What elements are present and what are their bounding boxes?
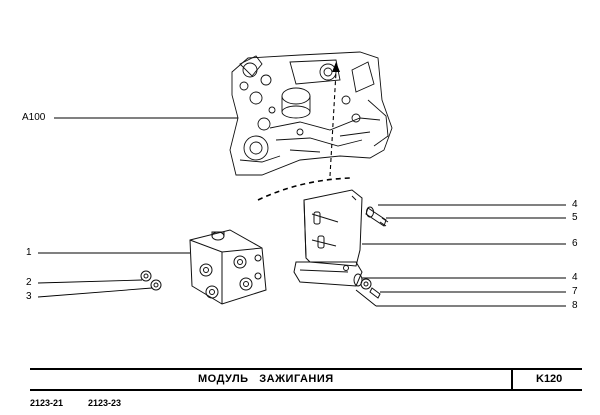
callout-2: 2 [26,277,32,288]
bolt-upper-drawing [365,206,389,227]
model-code-1: 2123-21 [30,398,64,408]
page-code: K120 [536,373,563,385]
callout-a100: A100 [22,112,46,123]
ignition-module-drawing [189,229,267,305]
engine-block-drawing [229,51,393,176]
model-code-2: 2123-23 [88,398,122,408]
callout-5: 5 [572,212,578,223]
washer-nut-left-drawing [140,270,162,291]
footer-rule-bottom [30,389,582,391]
callout-7: 7 [572,286,578,297]
callout-1: 1 [26,247,32,258]
bracket-drawing [293,189,363,287]
callout-4-lower: 4 [572,272,578,283]
diagram-title: МОДУЛЬ ЗАЖИГАНИЯ [198,373,334,385]
footer-rule-top [30,368,582,370]
callout-8: 8 [572,300,578,311]
washer-nut-lower-drawing [353,273,381,299]
leader-lines [37,117,566,307]
callout-3: 3 [26,291,32,302]
callout-6: 6 [572,238,578,249]
footer-divider [511,368,513,390]
callout-4-upper: 4 [572,199,578,210]
assembly-path-arrow [257,62,351,201]
